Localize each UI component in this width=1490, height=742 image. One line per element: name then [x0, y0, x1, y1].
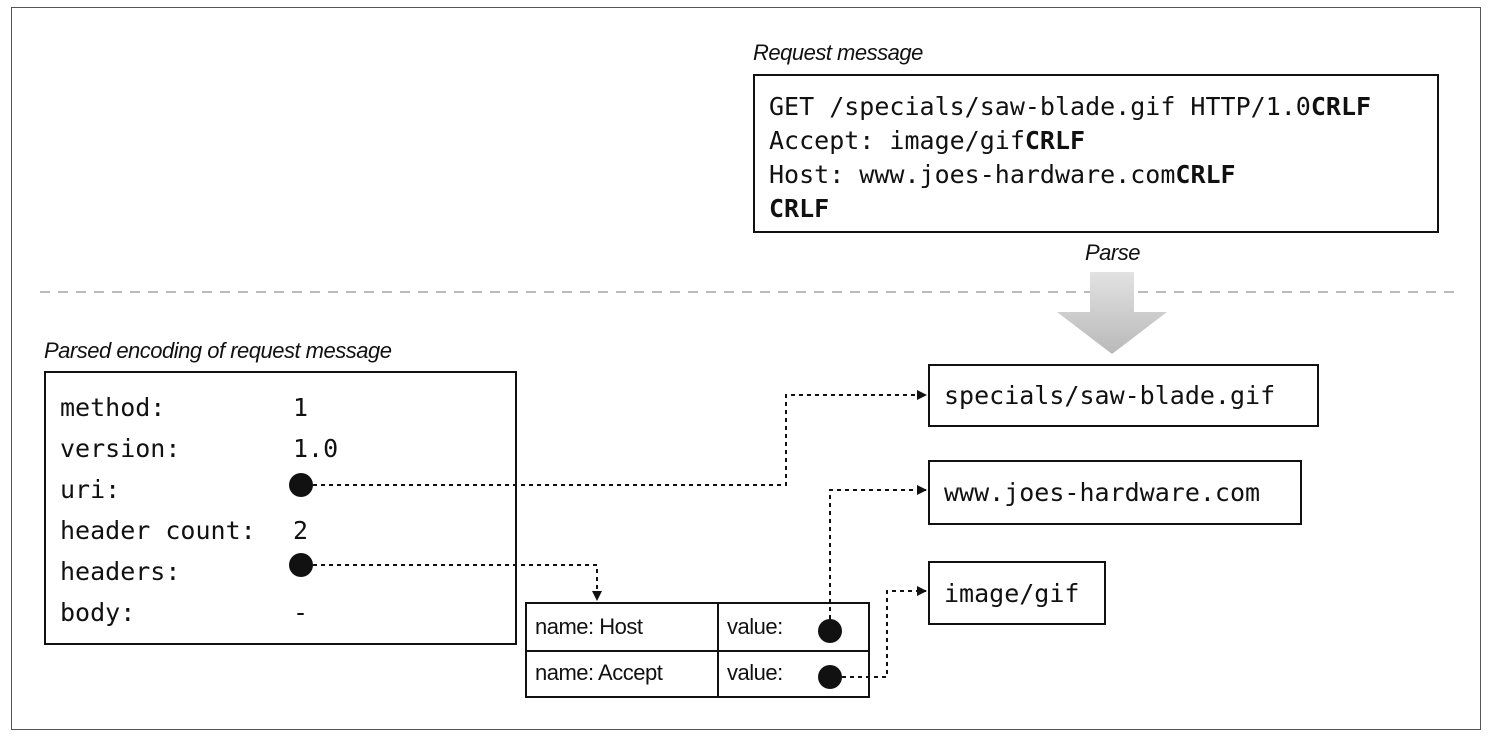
request-line-4: CRLF	[769, 192, 1437, 226]
crlf-marker: CRLF	[1310, 92, 1372, 121]
field-name: version:	[60, 434, 181, 463]
host-value-box: www.joes-hardware.com	[928, 460, 1302, 525]
accept-value-box: image/gif	[928, 561, 1106, 625]
host-value-connector	[829, 485, 927, 619]
header-row-host: name: Host value:	[527, 604, 868, 652]
request-line-text: GET /specials/saw-blade.gif HTTP/1.0	[769, 92, 1311, 121]
field-value: 1.0	[293, 434, 339, 463]
crlf-marker: CRLF	[769, 194, 830, 223]
parsed-encoding-caption: Parsed encoding of request message	[44, 338, 392, 363]
field-value: -	[293, 598, 309, 627]
parse-label: Parse	[1085, 240, 1140, 265]
field-version: version: 1.0	[60, 428, 515, 469]
field-body: body: -	[60, 592, 515, 633]
accept-value-connector	[842, 586, 927, 678]
uri-value-box: specials/saw-blade.gif	[928, 364, 1319, 427]
field-header-count: header count: 2	[60, 510, 515, 551]
crlf-marker: CRLF	[1175, 160, 1236, 189]
headers-pointer-connector	[313, 564, 602, 601]
uri-pointer-connector	[313, 390, 927, 486]
field-uri: uri:	[60, 469, 515, 510]
request-line-2: Accept: image/gifCRLF	[769, 124, 1437, 158]
request-line-text: Host: www.joes-hardware.com	[769, 160, 1176, 189]
header-value-label: value:	[727, 614, 783, 639]
field-name: header count:	[60, 516, 256, 545]
filled-circle-pointer-icon	[289, 473, 313, 497]
field-name: method:	[60, 393, 166, 422]
headers-table: name: Host value: name: Accept value:	[525, 602, 870, 698]
filled-circle-pointer-icon	[818, 619, 842, 643]
request-message-caption: Request message	[753, 40, 923, 65]
diagram-frame	[11, 7, 1481, 730]
request-line-text: Accept: image/gif	[769, 126, 1025, 155]
header-row-accept: name: Accept value:	[527, 650, 868, 696]
parsed-encoding-box: method: 1 version: 1.0 uri: header count…	[44, 371, 517, 645]
field-name: headers:	[60, 557, 181, 586]
field-value: 1	[293, 393, 309, 422]
header-value-label: value:	[727, 660, 783, 685]
field-name: body:	[60, 598, 136, 627]
down-arrow-icon	[1057, 272, 1167, 354]
field-method: method: 1	[60, 387, 515, 428]
request-line-3: Host: www.joes-hardware.comCRLF	[769, 158, 1437, 192]
filled-circle-pointer-icon	[289, 553, 313, 577]
field-name: uri:	[60, 475, 121, 504]
request-line-1: GET /specials/saw-blade.gif HTTP/1.0CRLF	[769, 90, 1437, 124]
header-name: name: Accept	[535, 660, 663, 685]
crlf-marker: CRLF	[1024, 126, 1086, 155]
field-headers: headers:	[60, 551, 515, 592]
filled-circle-pointer-icon	[818, 665, 842, 689]
field-value: 2	[293, 516, 309, 545]
headers-table-divider	[717, 604, 719, 696]
header-name: name: Host	[535, 614, 643, 639]
request-message-box: GET /specials/saw-blade.gif HTTP/1.0CRLF…	[753, 74, 1439, 233]
